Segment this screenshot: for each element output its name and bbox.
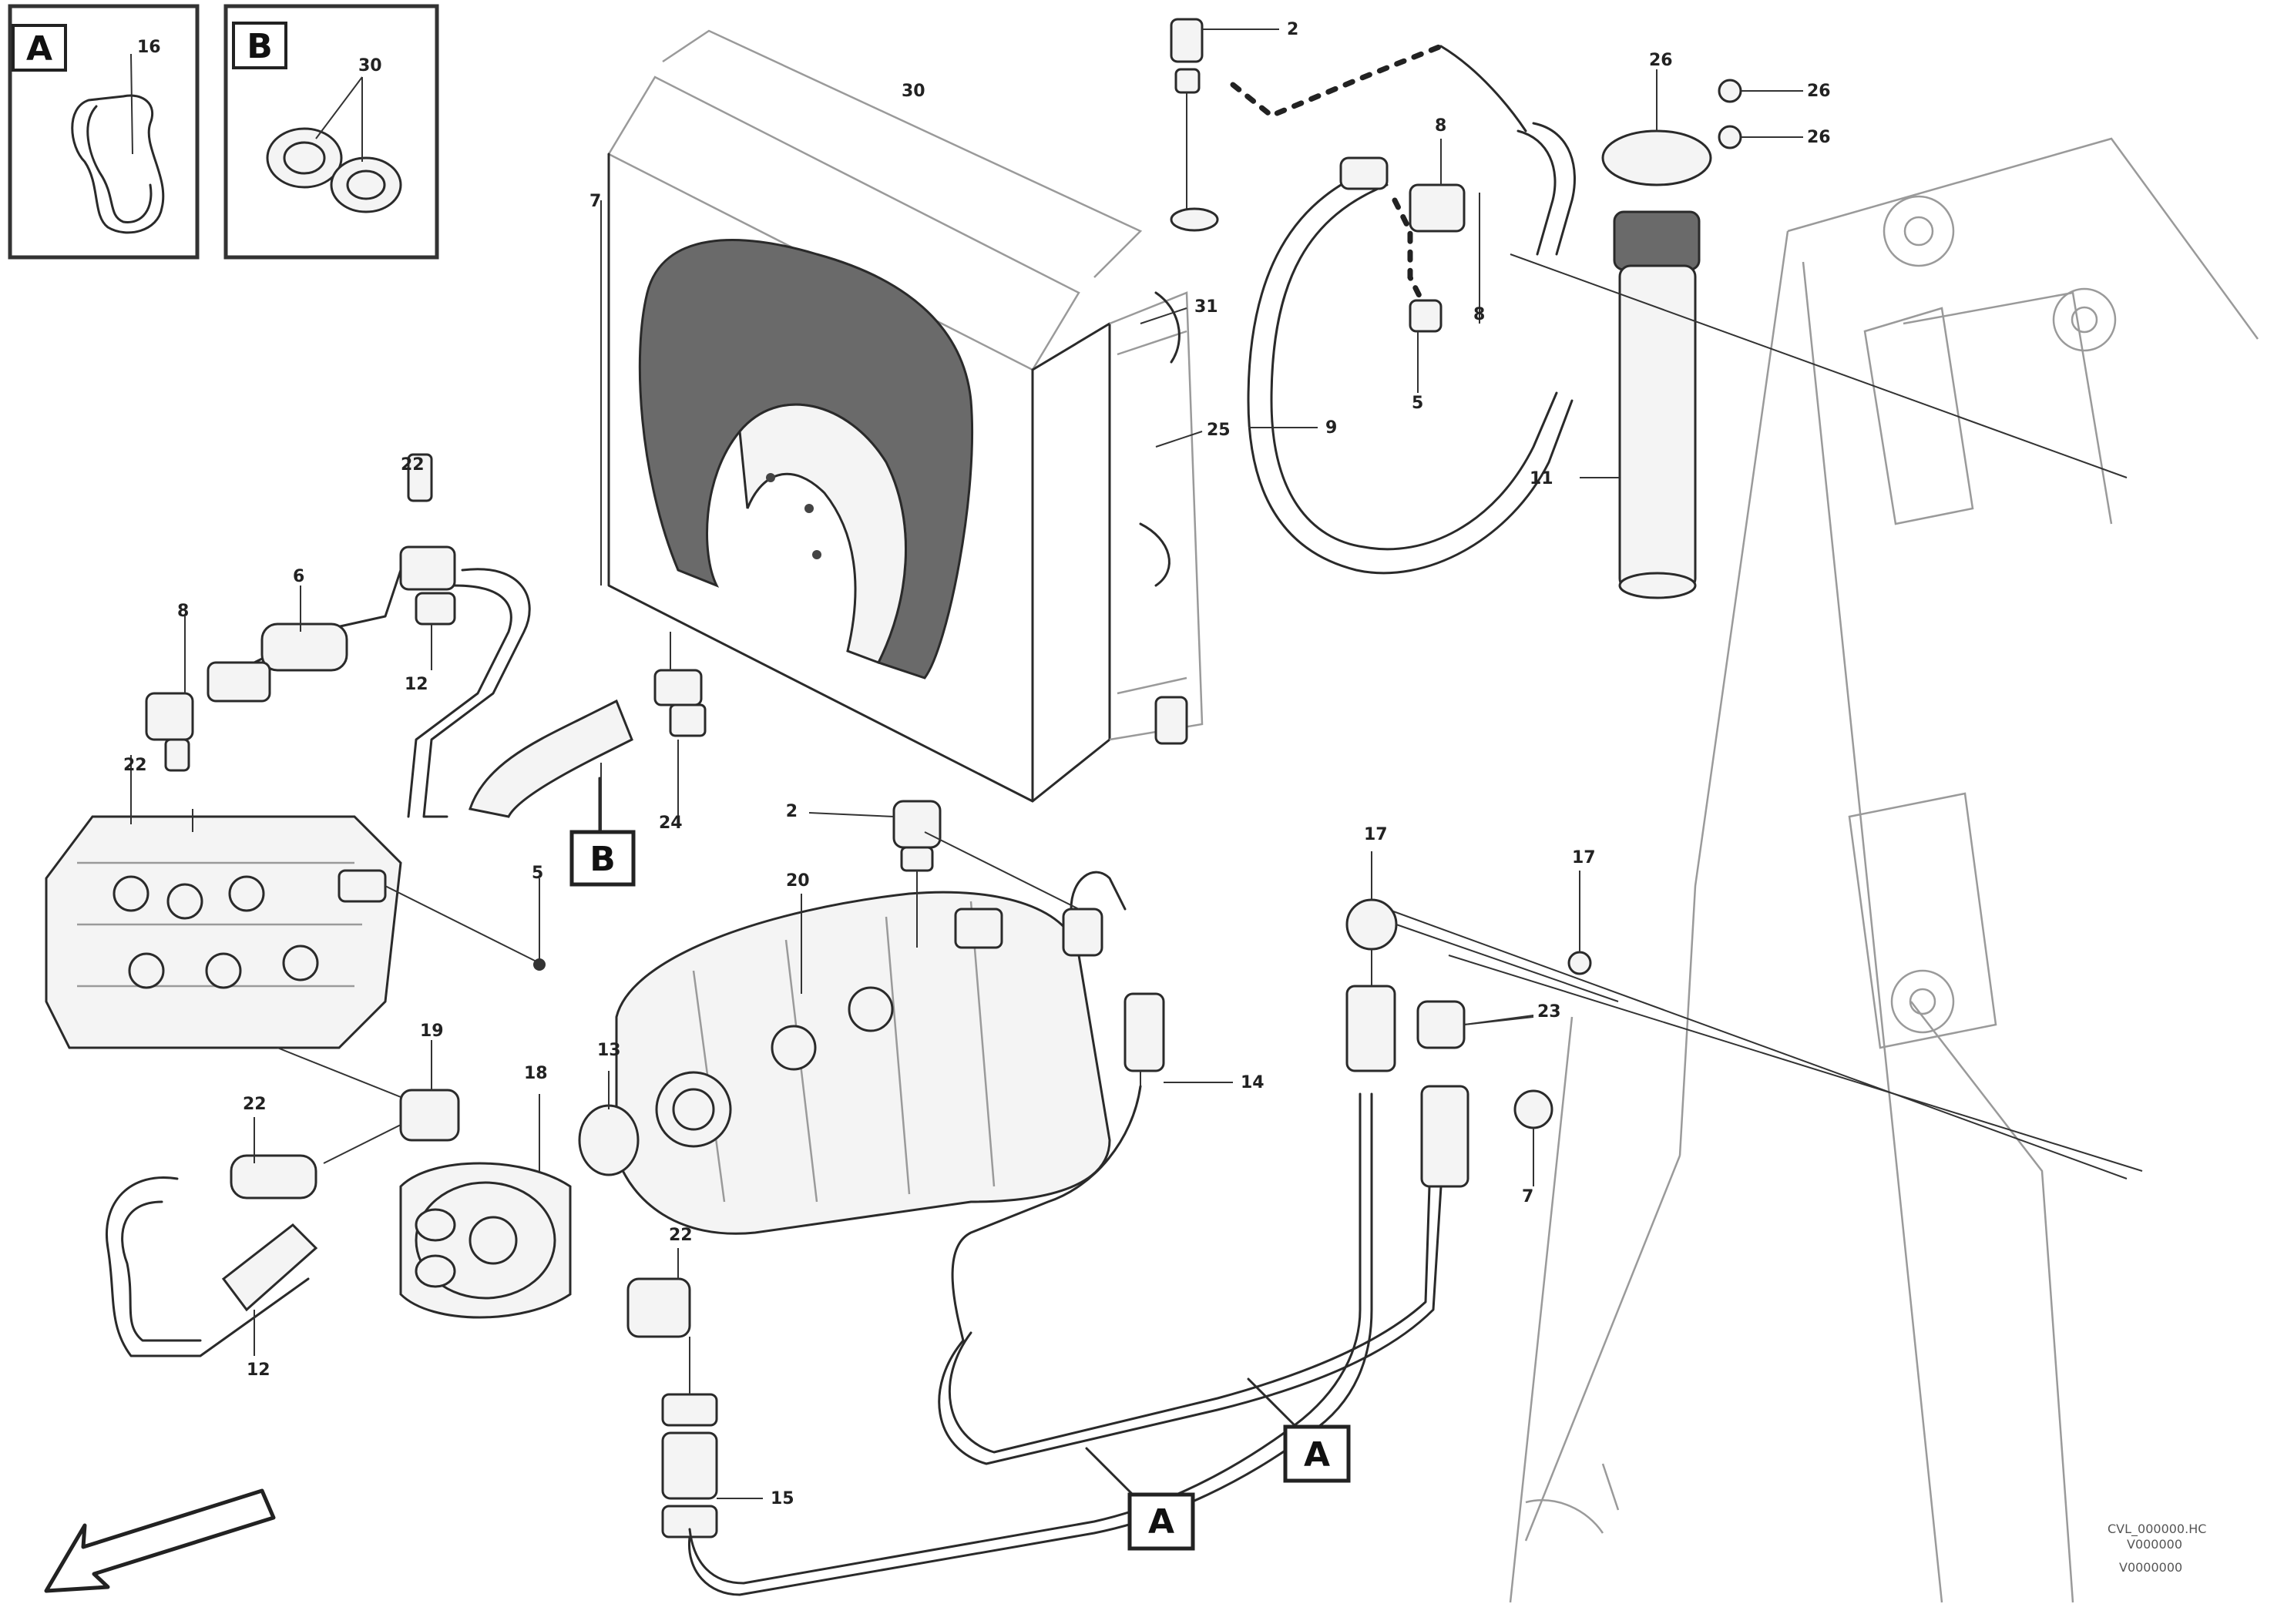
part-labels: 2 26 26 26 8 8 5 9 11 7 30 31 25 22 12 6… [123, 20, 1831, 1508]
label-24: 24 [659, 814, 683, 833]
label-17-a: 17 [1364, 825, 1388, 844]
radiator-assembly[interactable] [600, 29, 1204, 803]
label-12-upper: 12 [405, 675, 428, 694]
front-direction-arrow-icon [44, 1488, 276, 1593]
label-9: 9 [1325, 418, 1337, 438]
footer-code-line2: V000000 [2127, 1537, 2182, 1552]
inset-a-part-label: 16 [137, 38, 161, 57]
reference-box-a-right[interactable]: A [1247, 1377, 1351, 1483]
label-7-right: 7 [1522, 1187, 1533, 1206]
label-2-top: 2 [1287, 20, 1298, 39]
footer-code-line1: CVL_000000.HC [2108, 1522, 2206, 1537]
label-26-top: 26 [1649, 51, 1673, 70]
label-26-right-a: 26 [1807, 82, 1831, 101]
label-23: 23 [1537, 1002, 1561, 1022]
machine-frame [1386, 137, 2259, 1603]
inset-b-part-label: 30 [358, 56, 382, 75]
label-26-right-b: 26 [1807, 128, 1831, 147]
label-14: 14 [1241, 1073, 1265, 1092]
label-25: 25 [1207, 421, 1231, 440]
label-8-left: 8 [177, 602, 189, 621]
upper-pipes [1170, 18, 1576, 575]
label-20: 20 [786, 871, 810, 891]
control-valve-block[interactable] [45, 755, 546, 1110]
label-15: 15 [771, 1489, 794, 1508]
inset-b[interactable]: B 30 [223, 4, 439, 260]
label-8-right: 8 [1473, 305, 1485, 324]
footer-code-line3: V0000000 [2119, 1560, 2182, 1575]
label-12-lower: 12 [247, 1361, 270, 1380]
upper-left-fittings [145, 453, 707, 855]
inset-a-letter: A [26, 29, 52, 69]
label-6: 6 [293, 567, 304, 586]
label-18-a: 18 [524, 1064, 548, 1083]
label-19: 19 [420, 1022, 444, 1041]
hydraulic-pump[interactable] [323, 800, 1111, 1319]
label-30-top: 30 [902, 82, 925, 101]
filter-canister[interactable] [1580, 69, 1803, 599]
right-mid-fittings [924, 831, 1619, 1342]
footer-code: CVL_000000.HC V000000 V0000000 [2108, 1522, 2206, 1575]
inset-a[interactable]: A 16 [8, 4, 200, 260]
label-22-left: 22 [123, 756, 147, 775]
reference-box-a-lower[interactable]: A [1085, 1447, 1195, 1551]
bottom-fittings-line [626, 1092, 1443, 1596]
label-22-lower: 22 [243, 1095, 267, 1114]
label-22-upper: 22 [401, 455, 425, 475]
label-17-b: 17 [1572, 848, 1596, 867]
label-31: 31 [1194, 297, 1218, 317]
label-5-upper: 5 [1412, 394, 1423, 413]
label-8-upper: 8 [1435, 116, 1446, 136]
label-11: 11 [1530, 469, 1553, 488]
inset-b-letter: B [247, 27, 273, 66]
hose-loop-icon [71, 94, 165, 234]
label-7-radiator: 7 [589, 192, 601, 211]
label-22-bottom: 22 [669, 1226, 693, 1245]
lower-left-hoses [106, 1117, 318, 1357]
reference-box-b[interactable]: B [569, 777, 636, 887]
label-5-lower: 5 [532, 864, 543, 883]
label-13: 13 [597, 1041, 621, 1060]
reference-a-lower-letter: A [1148, 1502, 1174, 1542]
hose-inner-icon [86, 105, 153, 223]
reference-a-right-letter: A [1304, 1435, 1330, 1475]
reference-b-letter: B [589, 840, 616, 879]
label-2-pump: 2 [786, 802, 798, 821]
